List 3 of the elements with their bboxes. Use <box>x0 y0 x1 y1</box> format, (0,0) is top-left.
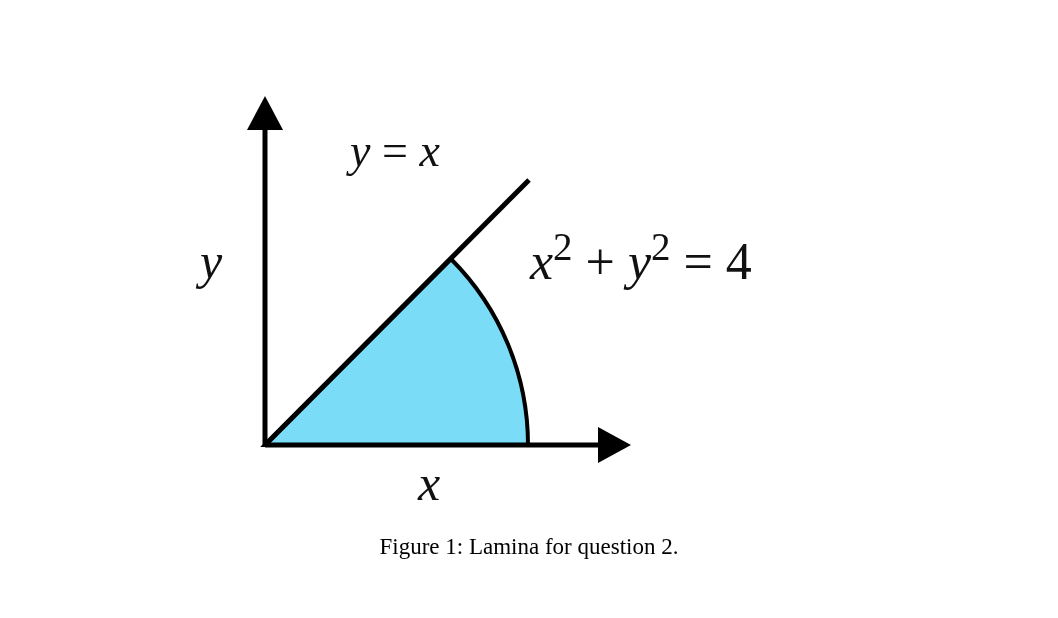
x-axis-label: x <box>418 458 441 508</box>
figure-caption: Figure 1: Lamina for question 2. <box>378 533 680 561</box>
circle-equation-label: x$^{2}$ + y$^{2}$ = 4 <box>530 236 752 288</box>
